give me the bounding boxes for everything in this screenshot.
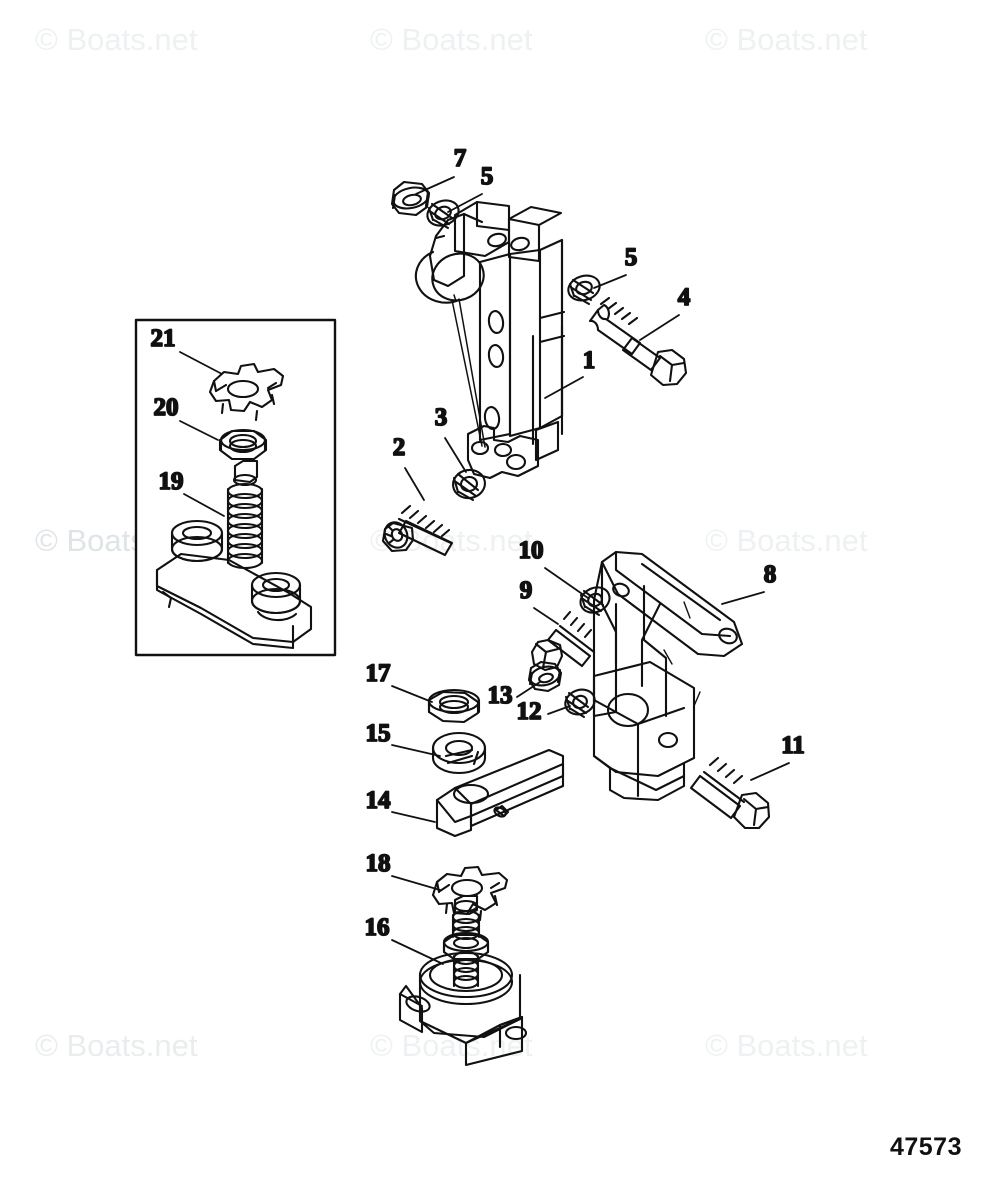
callout-11: 11 [750,731,806,781]
part-11-hex-bolt [689,756,771,830]
part-14-steering-link [435,748,565,838]
callout-label-16: 16 [365,914,390,941]
part-20-hex-nut [218,428,268,461]
callout-label-18: 18 [366,850,391,877]
callout-leader-4 [639,314,680,341]
callout-leader-2 [404,467,425,501]
callout-21: 21 [150,324,223,375]
callout-leader-8 [721,591,765,605]
callout-19: 19 [158,467,225,517]
part-7-hex-nut [390,180,431,217]
callout-leader-5b [593,274,627,289]
part-17-hex-nut [427,688,481,724]
callout-leader-20 [179,420,219,441]
callout-label-9: 9 [520,577,533,604]
callout-label-17: 17 [366,660,391,687]
callout-label-7: 7 [454,145,467,172]
callout-15: 15 [365,719,441,757]
callout-5: 5 [447,162,494,213]
callout-label-12: 12 [517,698,542,725]
detail-inset-box [134,318,337,657]
callout-leader-5 [447,193,483,213]
callout-8: 8 [721,560,777,605]
callout-leader-14 [391,811,436,823]
part-5-lock-washer-right [567,274,601,306]
part-2-socket-bolt [381,504,454,557]
part-3-lock-washer [452,468,486,502]
callout-13: 13 [487,681,541,710]
callout-label-2: 2 [393,434,406,461]
callout-leader-13 [516,681,541,698]
callout-3: 3 [434,403,467,473]
part-1-swivel-bracket [414,200,566,480]
callout-2: 2 [392,433,425,501]
callout-5b: 5 [593,243,638,289]
callout-label-11: 11 [781,732,805,759]
part-21-tab-washer [208,362,285,422]
part-19-threaded-stud-arm [155,459,313,650]
callout-label-4: 4 [678,284,691,311]
callout-label-5b: 5 [625,244,638,271]
part-4-hex-bolt [588,296,688,387]
callout-leader-12 [547,705,571,715]
callout-label-19: 19 [159,468,184,495]
callout-label-5: 5 [481,163,494,190]
callout-leader-21 [179,351,223,375]
callout-leader-1 [544,376,584,399]
callout-leader-16 [391,939,444,965]
callout-18: 18 [365,849,441,891]
callout-label-14: 14 [366,787,392,814]
callout-label-10: 10 [519,537,544,564]
callout-leader-9 [533,607,559,625]
callout-label-20: 20 [154,394,179,421]
callout-label-1: 1 [583,347,596,374]
diagram-number: 47573 [889,1133,962,1161]
part-12-lock-washer [564,688,596,719]
part-13-hex-nut [527,660,563,693]
callout-leader-17 [391,685,433,703]
callout-leader-7 [415,176,455,195]
callout-4: 4 [639,283,692,341]
part-10-lock-washer [579,586,611,617]
callout-17: 17 [365,659,433,703]
part-8-transom-bracket [592,550,744,802]
callout-14: 14 [365,786,436,823]
callout-leader-11 [750,762,790,781]
callout-leader-19 [183,493,225,517]
part-9-hex-bolt [530,610,596,672]
callout-12: 12 [516,697,571,726]
callout-16: 16 [364,913,444,965]
callout-label-3: 3 [435,404,448,431]
callout-leader-10 [544,567,589,599]
callout-7: 7 [415,144,467,195]
callout-20: 20 [153,393,219,441]
callout-leader-18 [391,875,441,891]
callout-10: 10 [518,536,589,599]
part-15-lock-washer [431,731,487,775]
callout-label-8: 8 [764,561,777,588]
callout-label-15: 15 [366,720,391,747]
part-16-steering-pivot [398,894,528,1067]
callout-label-13: 13 [488,682,513,709]
callout-leader-3 [444,437,467,473]
callout-9: 9 [519,576,559,625]
callout-leader-15 [391,744,441,757]
callout-label-21: 21 [151,325,176,352]
callout-1: 1 [544,346,596,399]
